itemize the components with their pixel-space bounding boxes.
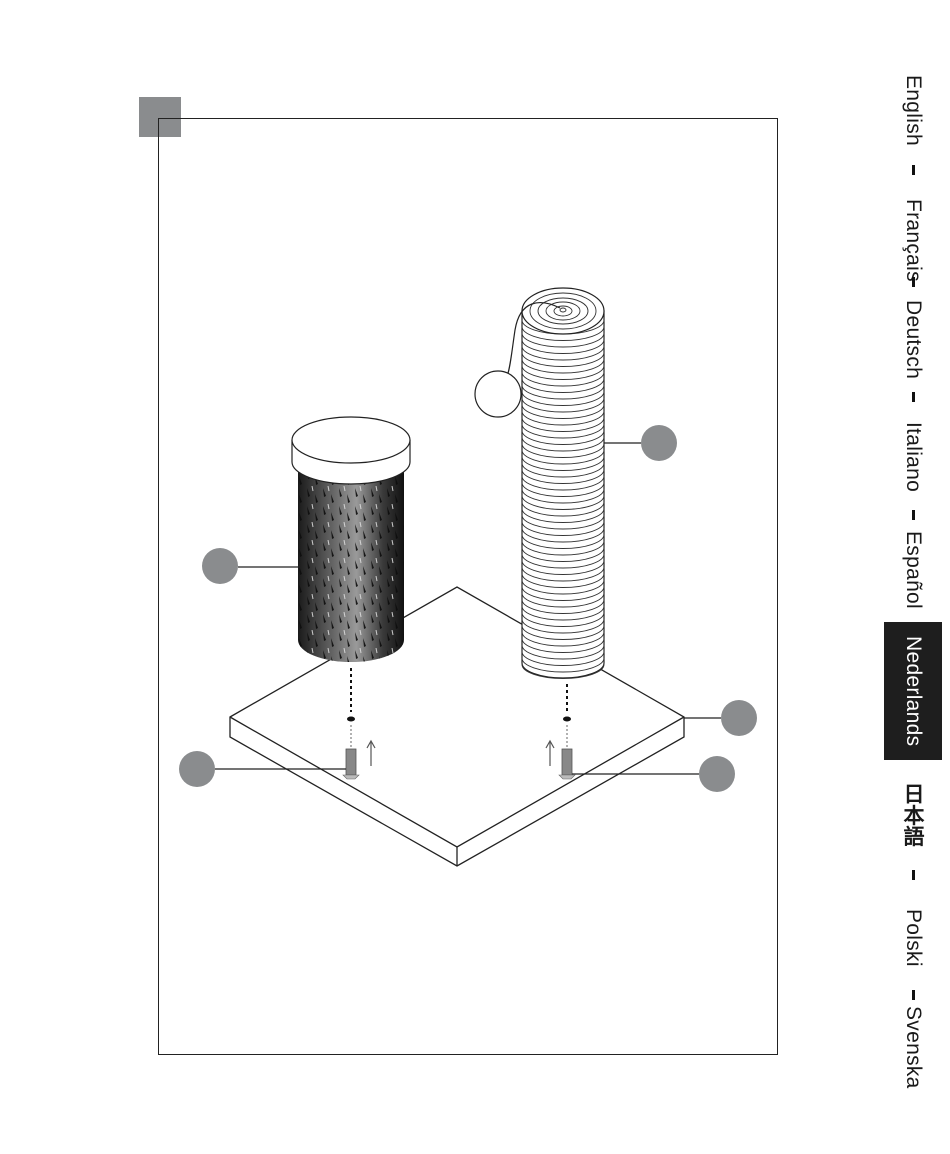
tab-espanol[interactable]: Español [884,518,942,622]
tab-label: Nederlands [901,636,925,746]
rope-post [522,288,604,679]
tab-label: Polski [901,909,925,967]
tab-label: 日本語 [898,783,928,847]
tab-label: English [901,75,925,146]
tab-label: Español [901,531,925,609]
tab-japanese[interactable]: 日本語 [884,775,942,855]
language-tabs: English Français Deutsch Italiano Españo… [884,55,950,1105]
tab-polski[interactable]: Polski [884,885,942,990]
tab-english[interactable]: English [884,55,942,165]
tab-label: Svenska [901,1006,925,1089]
tab-label: Français [901,199,925,282]
callout-base-board [684,700,757,736]
tab-label: Italiano [901,422,925,492]
tab-deutsch[interactable]: Deutsch [884,287,942,392]
tab-francais[interactable]: Français [884,193,942,288]
tab-svenska[interactable]: Svenska [884,995,942,1100]
callout-brush-post [202,548,300,584]
callout-rope-post [604,425,677,461]
tab-italiano[interactable]: Italiano [884,402,942,512]
brush-post [292,417,410,665]
tab-label: Deutsch [901,300,925,379]
tab-nederlands[interactable]: Nederlands [884,622,942,760]
